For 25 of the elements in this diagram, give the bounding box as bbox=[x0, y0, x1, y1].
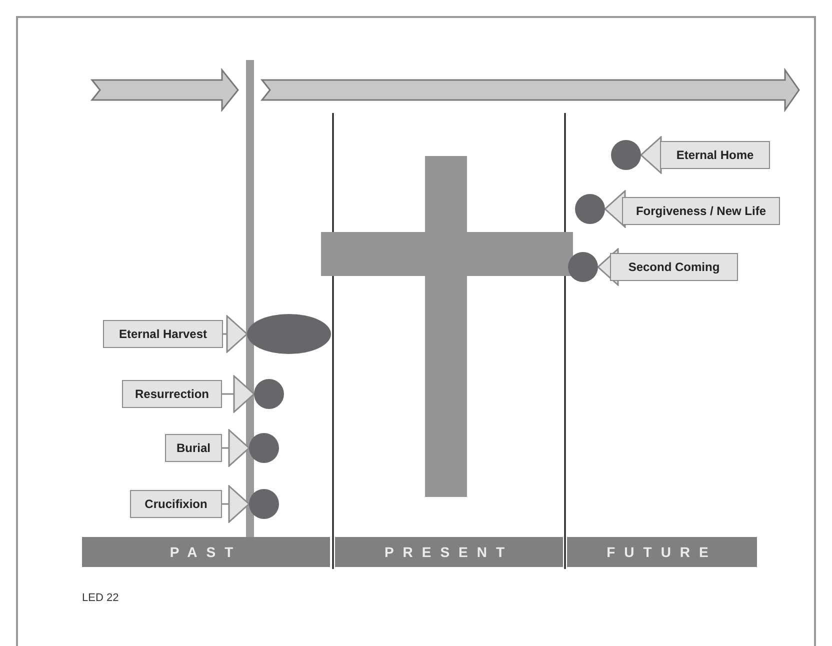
event-label: Crucifixion bbox=[130, 490, 222, 518]
circle-marker bbox=[611, 140, 641, 170]
period-band: FUTURE bbox=[567, 537, 757, 567]
arrow bbox=[597, 248, 619, 286]
figure-code: LED 22 bbox=[82, 592, 119, 604]
period-band: PRESENT bbox=[335, 537, 563, 567]
arrow bbox=[604, 190, 626, 228]
arrow bbox=[222, 375, 255, 413]
arrow bbox=[222, 429, 250, 467]
arrow bbox=[223, 315, 248, 353]
circle-marker bbox=[249, 489, 279, 519]
event-label: Burial bbox=[165, 434, 222, 462]
circle-marker bbox=[575, 194, 605, 224]
arrow bbox=[222, 485, 250, 523]
period-band: PAST bbox=[82, 537, 330, 567]
oval-marker bbox=[247, 314, 331, 354]
event-label: Eternal Home bbox=[660, 141, 770, 169]
circle-marker bbox=[249, 433, 279, 463]
event-label: Forgiveness / New Life bbox=[622, 197, 780, 225]
circle-marker bbox=[254, 379, 284, 409]
event-label: Eternal Harvest bbox=[103, 320, 223, 348]
event-label: Resurrection bbox=[122, 380, 222, 408]
circle-marker bbox=[568, 252, 598, 282]
event-label: Second Coming bbox=[610, 253, 738, 281]
arrow bbox=[640, 136, 662, 174]
